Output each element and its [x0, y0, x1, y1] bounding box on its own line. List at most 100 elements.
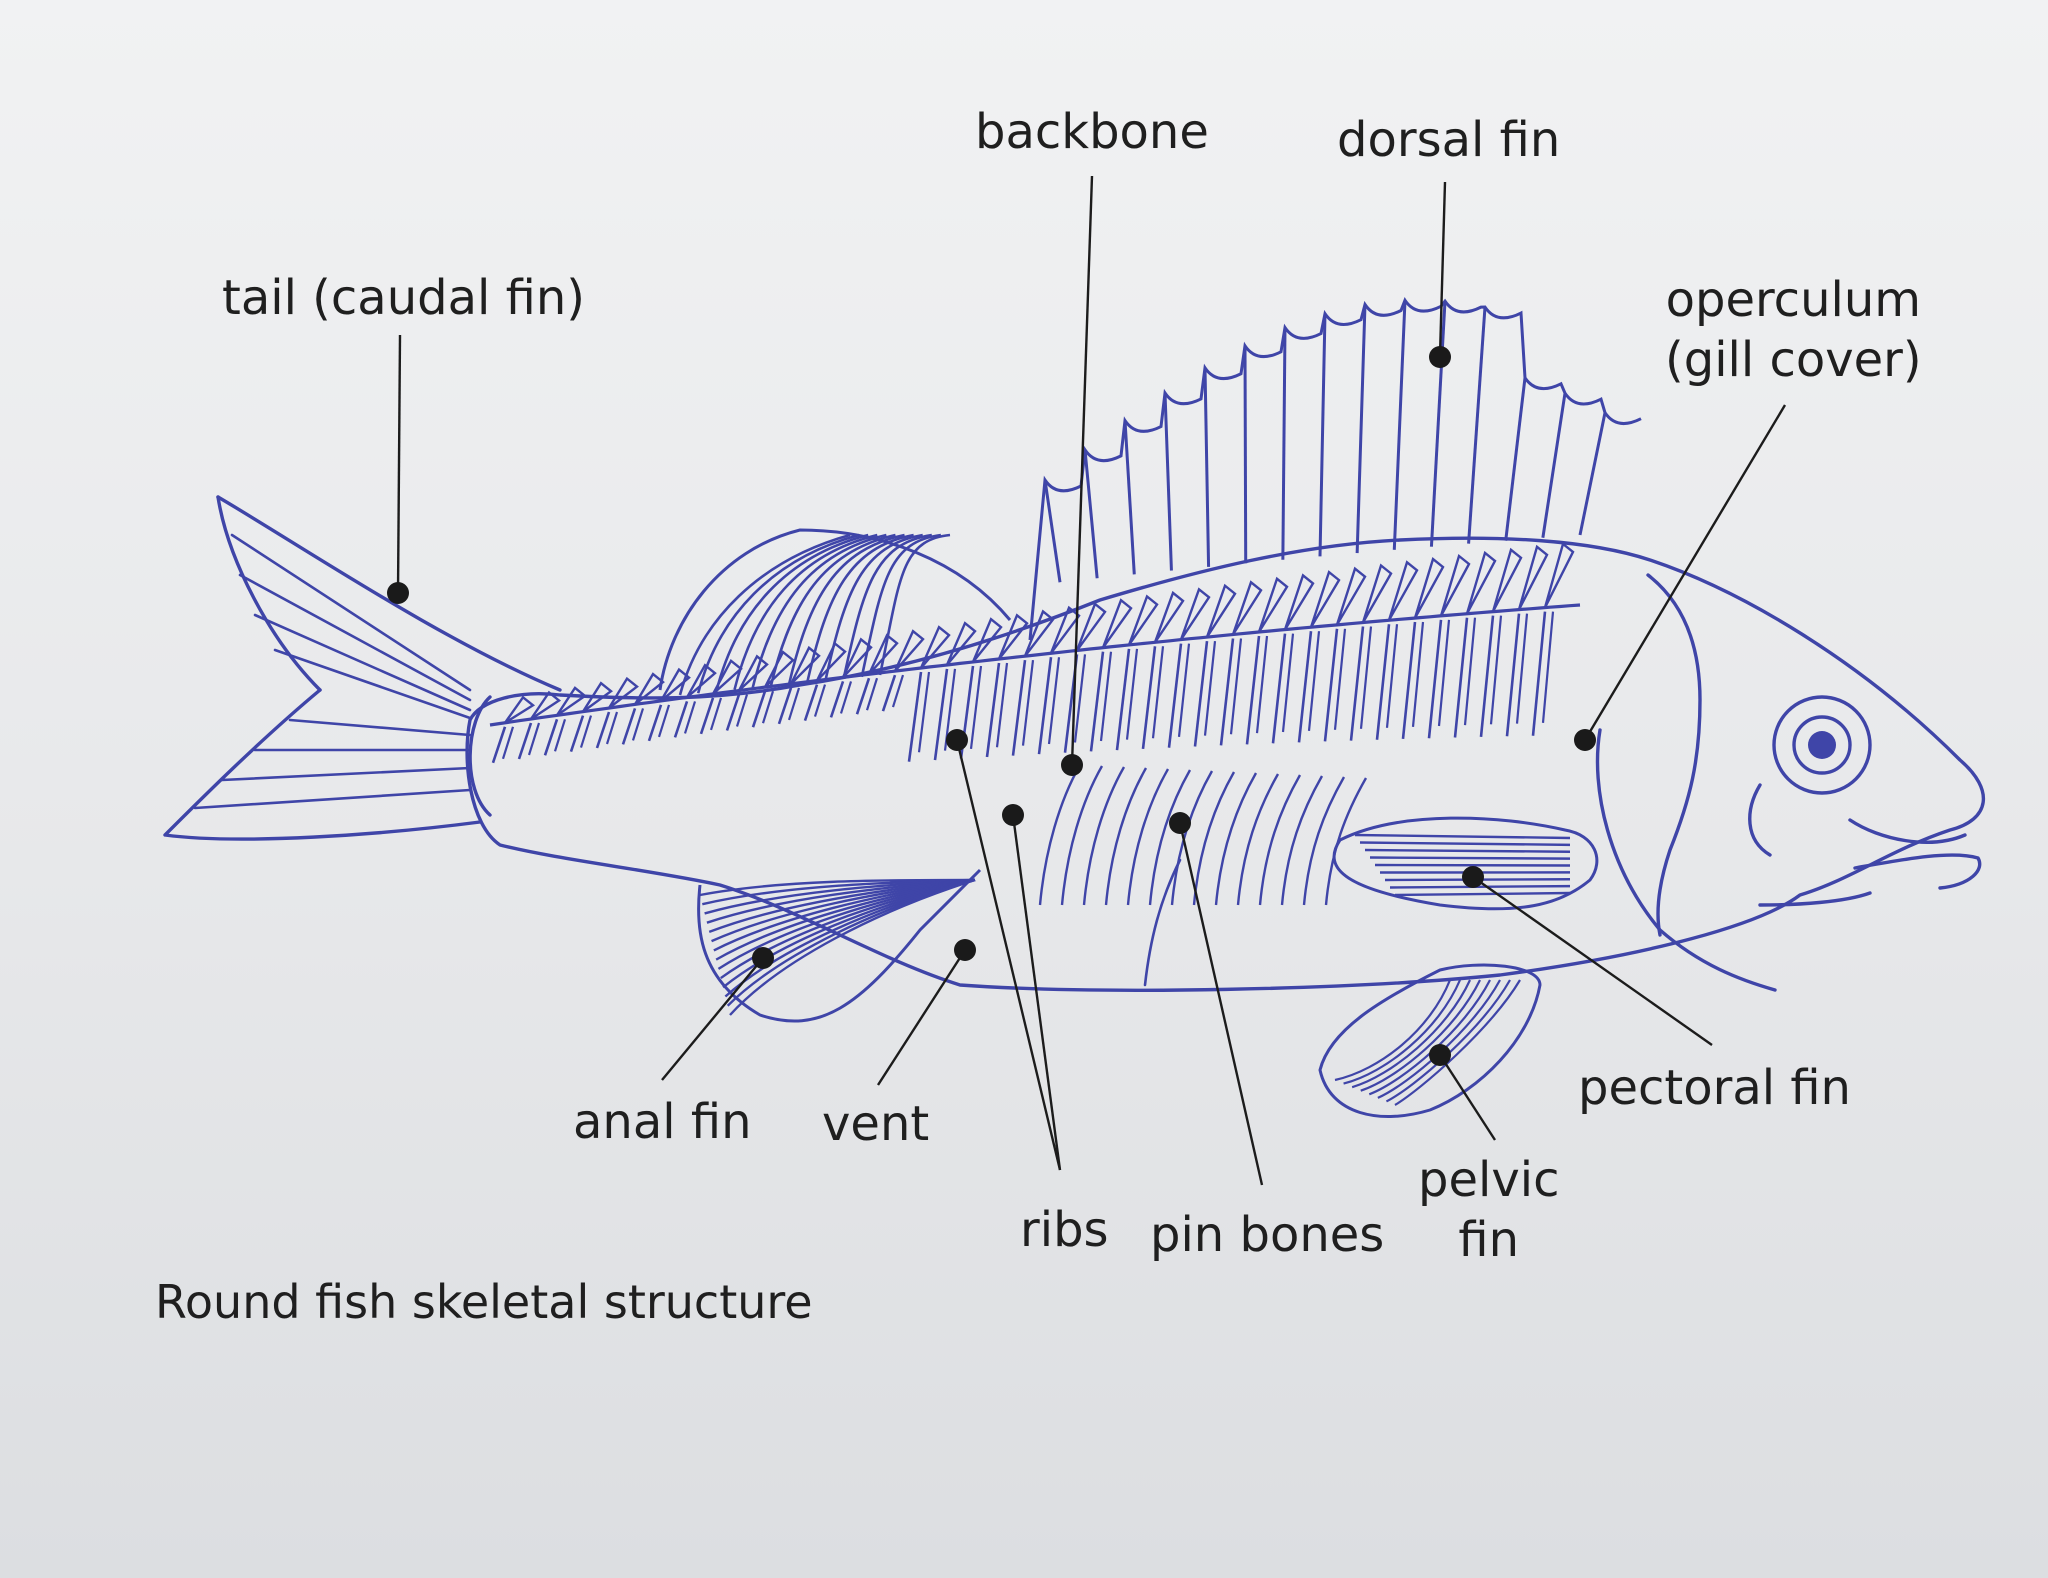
- rib-bone: [595, 711, 611, 749]
- pin-bone: [1038, 764, 1082, 906]
- label-vent: vent: [822, 1096, 930, 1152]
- rib-bone: [1011, 659, 1027, 756]
- rib-bone: [839, 681, 853, 714]
- rib-bone: [1151, 646, 1165, 739]
- pin-bone: [1324, 777, 1368, 906]
- label-anal-fin: anal fin: [573, 1094, 752, 1150]
- pin-ribs-1: [946, 729, 968, 751]
- neural-spine: [1387, 560, 1419, 621]
- neural-spine: [530, 690, 562, 721]
- rib-bone: [1115, 648, 1131, 751]
- neural-spine: [1257, 576, 1289, 633]
- pin-dorsal-fin: [1429, 346, 1451, 368]
- neural-spine: [504, 695, 536, 724]
- neural-spine: [1283, 573, 1315, 631]
- label-operculum: operculum (gill cover): [1665, 270, 1922, 390]
- dorsal-spine: [1355, 304, 1367, 554]
- rib-bone: [907, 671, 923, 762]
- dorsal-spine: [1578, 412, 1607, 536]
- rib-bone: [725, 694, 741, 731]
- soft-dorsal-ray: [678, 533, 851, 696]
- neural-spine: [1335, 566, 1367, 626]
- rib-bone: [1271, 633, 1287, 744]
- leader-operculum: [1583, 404, 1787, 741]
- rib-bone: [1453, 617, 1469, 738]
- neural-spine: [607, 676, 639, 709]
- label-operculum-line1: operculum: [1665, 272, 1921, 328]
- pelvic-ray: [1334, 979, 1452, 1082]
- neural-spine: [737, 654, 769, 692]
- neural-spine: [1543, 541, 1575, 609]
- label-pin-bones: pin bones: [1150, 1207, 1385, 1263]
- pin-tail: [387, 582, 409, 604]
- rib-bone: [891, 674, 905, 708]
- neural-spine: [841, 637, 873, 679]
- pin-bone: [1214, 772, 1258, 906]
- dorsal-spine: [1281, 327, 1287, 560]
- neural-spine: [919, 625, 951, 669]
- label-dorsal-fin: dorsal fin: [1337, 112, 1561, 168]
- rib-bone: [1323, 628, 1339, 742]
- rib-bone: [933, 668, 949, 761]
- dorsal-spine: [1043, 479, 1062, 583]
- soft-dorsal-ray: [860, 533, 942, 678]
- pectoral-ray: [1369, 856, 1571, 860]
- leader-lines: [387, 175, 1787, 1186]
- pelvic-ray: [1385, 979, 1511, 1103]
- rib-bone: [803, 684, 819, 722]
- rib-bone: [1333, 628, 1347, 730]
- rib-bone: [1541, 611, 1555, 723]
- pin-vent: [954, 939, 976, 961]
- leader-dorsal-fin: [1438, 181, 1447, 356]
- soft-dorsal-ray: [715, 533, 869, 692]
- pin-backbone: [1061, 754, 1083, 776]
- rib-bone: [1125, 648, 1139, 740]
- neural-spine: [1309, 570, 1341, 628]
- rib-bone: [1307, 631, 1321, 732]
- rib-bone: [1489, 615, 1503, 725]
- rib-bone: [1479, 615, 1495, 738]
- neural-spine: [711, 658, 743, 695]
- rib-bone: [1089, 651, 1105, 752]
- rib-bone: [1281, 633, 1295, 733]
- neural-spine: [1439, 553, 1471, 617]
- rib-bone: [1021, 659, 1035, 746]
- dorsal-fin-edge: [1028, 297, 1642, 641]
- pin-bone: [1302, 776, 1346, 906]
- leader-pin-bones: [1178, 822, 1264, 1186]
- dorsal-spine: [1392, 300, 1407, 550]
- label-pectoral-fin: pectoral fin: [1578, 1060, 1851, 1116]
- rib-bone: [777, 687, 793, 725]
- rib-bone: [647, 704, 663, 742]
- rib-bone: [1229, 638, 1243, 735]
- neural-spine: [1413, 557, 1445, 619]
- caudal-fin: [163, 495, 562, 841]
- leader-ribs-2: [1011, 814, 1062, 1171]
- rib-bone: [829, 680, 845, 718]
- neural-spine: [1127, 594, 1159, 646]
- rib-bone: [1203, 640, 1217, 736]
- pin-bone: [1104, 767, 1148, 906]
- label-tail: tail (caudal fin): [222, 270, 585, 326]
- backbone-line: [489, 603, 1581, 727]
- neural-spine: [1075, 601, 1107, 652]
- dorsal-spine: [1123, 420, 1136, 575]
- neural-spine: [1205, 583, 1237, 638]
- pelvic-ray: [1360, 979, 1481, 1092]
- leader-vent: [876, 949, 967, 1086]
- rib-bone: [553, 718, 567, 752]
- leader-backbone: [1070, 175, 1094, 766]
- rib-bone: [1427, 619, 1443, 739]
- label-ribs: ribs: [1020, 1202, 1109, 1258]
- label-pelvic-fin: pelvic fin: [1418, 1150, 1559, 1270]
- rib-bone: [917, 671, 931, 753]
- rib-bone: [1349, 626, 1365, 741]
- rib-bone: [751, 690, 767, 728]
- dorsal-spine: [1504, 377, 1527, 541]
- rib-bone: [1463, 617, 1477, 726]
- rib-bone: [631, 708, 645, 741]
- pin-bone: [1126, 768, 1170, 906]
- neural-spine: [997, 613, 1029, 660]
- rib-bone: [699, 697, 715, 735]
